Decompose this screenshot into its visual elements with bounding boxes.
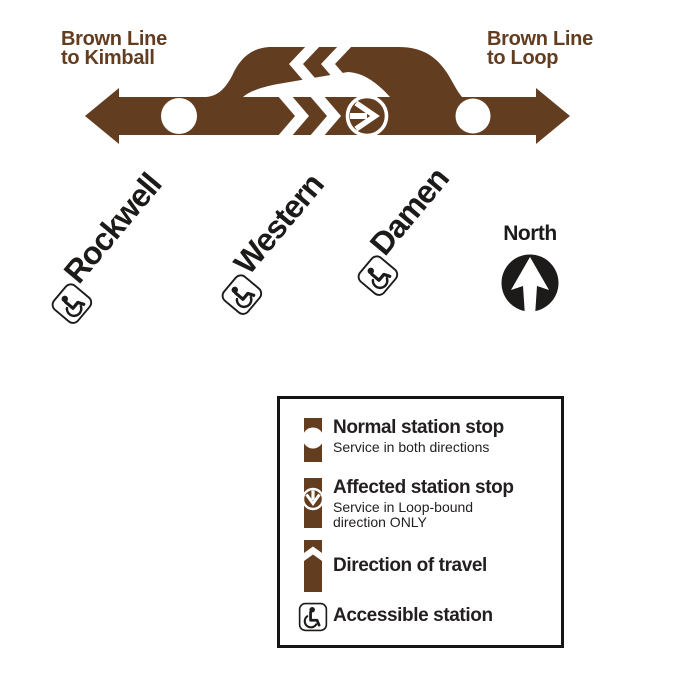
wheelchair-icon [353,251,402,300]
legend-title: Normal station stop [333,417,504,438]
north-arrow-icon [501,254,559,316]
station-label-western: Western [208,165,332,315]
right-terminal-label: Brown Line to Loop [487,28,593,69]
left-terminal-line1: Brown Line [61,28,167,50]
normal-station-stop-icon [293,418,333,462]
wheelchair-icon [217,270,266,319]
legend-description: Service in Loop-bound direction ONLY [333,499,474,530]
line-break-slash-lower-right [309,95,341,137]
legend-title: Affected station stop [333,477,514,498]
line-break-slash-upper-right [321,45,353,85]
line-break-slash-upper-left [289,45,321,85]
legend-title: Direction of travel [333,555,487,576]
line-break-slash-lower-left [277,95,309,137]
legend-title: Accessible station [333,605,493,626]
north-label: North [503,222,557,245]
left-terminal-label: Brown Line to Kimball [61,28,167,69]
station-marker-rockwell [161,98,197,134]
legend-item-direction: Direction of travel [293,540,487,592]
legend: Normal station stop Service in both dire… [277,396,564,648]
legend-item-accessible: Accessible station [293,602,493,632]
legend-item-affected-stop: Affected station stop Service in Loop-bo… [293,478,514,530]
station-label-damen: Damen [344,159,457,296]
compass-north: North [496,222,564,316]
legend-description: Service in both directions [333,439,490,455]
left-terminal-line2: to Kimball [61,46,155,69]
station-marker-damen [455,98,491,134]
right-terminal-line2: to Loop [487,46,559,69]
right-terminal-line1: Brown Line [487,28,593,50]
station-label-rockwell: Rockwell [38,165,169,324]
legend-item-normal-stop: Normal station stop Service in both dire… [293,418,504,462]
direction-of-travel-icon [293,540,333,592]
affected-station-marker-western [345,94,389,138]
wheelchair-icon [47,279,96,328]
accessible-station-icon [293,602,333,632]
affected-station-stop-icon [293,478,333,528]
